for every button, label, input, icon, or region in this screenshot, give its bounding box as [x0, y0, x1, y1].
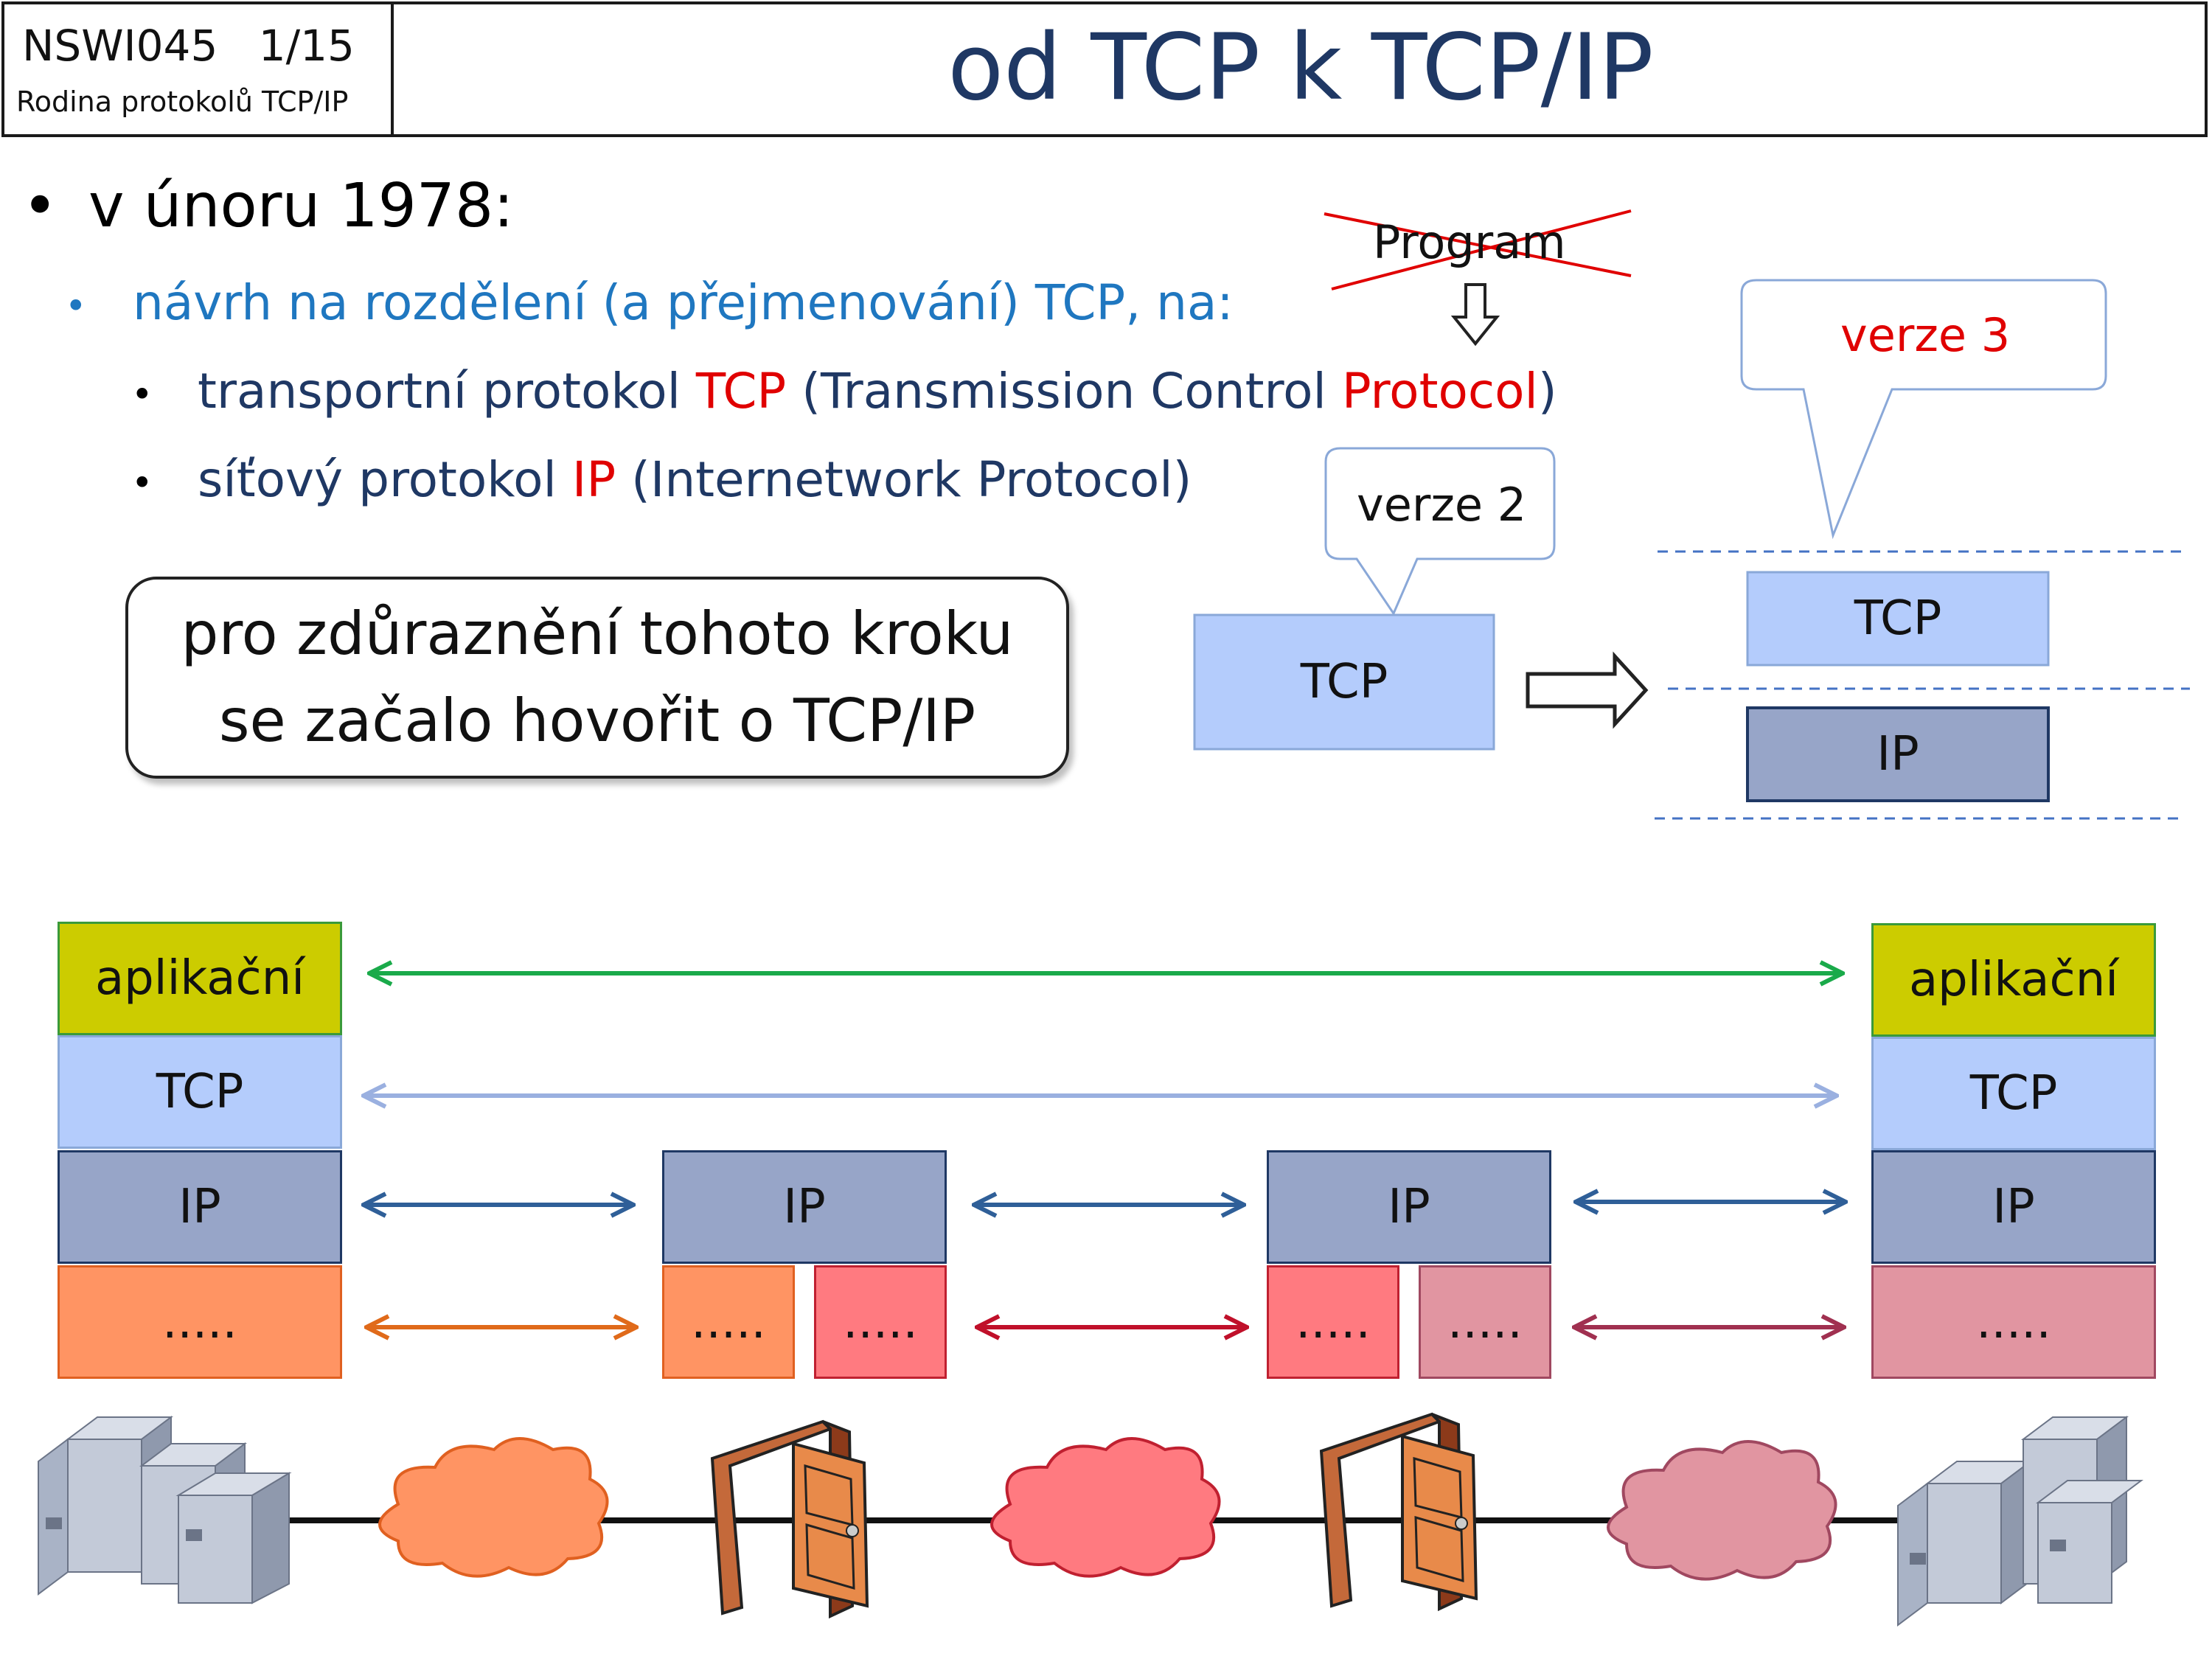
router-door-icon	[710, 1419, 869, 1619]
verze2-label: verze 2	[1357, 478, 1527, 532]
right-tcp-layer: TCP	[1871, 1037, 2156, 1150]
ip-split-box	[1746, 706, 2050, 802]
cloud-icon	[990, 1437, 1221, 1578]
router2-ip-layer: IP	[1267, 1150, 1551, 1264]
bullet-tcp-highlight: Protocol	[1341, 363, 1538, 420]
bullet-ip-suffix: (Internetwork Protocol)	[616, 451, 1192, 508]
server-icon	[1897, 1416, 2143, 1627]
bullet-ip-prefix: síťový protokol	[198, 451, 572, 508]
tcp-original-box	[1193, 613, 1495, 751]
verze2-bubble	[1324, 447, 1556, 616]
verze3-bubble	[1740, 279, 2107, 540]
left-ip-layer: IP	[58, 1150, 342, 1264]
tcp-original-label: TCP	[1300, 655, 1388, 709]
bullet-tcp-prefix: transportní protokol	[198, 363, 696, 420]
cloud-icon	[378, 1437, 609, 1578]
bullet-level1-text: v únoru 1978:	[88, 171, 514, 241]
tcp-split-label: TCP	[1854, 591, 1942, 646]
server-icon	[38, 1416, 292, 1604]
page-title: od TCP k TCP/IP	[947, 15, 1654, 121]
bullet-ip: •síťový protokol IP (Internetwork Protoc…	[131, 451, 1192, 508]
right-app-layer: aplikační	[1871, 923, 2156, 1037]
course-subtitle: Rodina protokolů TCP/IP	[16, 86, 349, 118]
slide-number: 1/15	[258, 21, 355, 71]
left-tcp-layer: TCP	[58, 1035, 342, 1149]
bullet-tcp-abbr: TCP	[695, 363, 787, 420]
right-link-layer: .....	[1871, 1265, 2156, 1379]
callout-line1: pro zdůraznění tohoto kroku	[181, 599, 1014, 668]
router1-link-a: .....	[662, 1265, 795, 1379]
router-door-icon	[1319, 1412, 1478, 1612]
strike-line-1	[1324, 212, 1632, 277]
bullet-tcp-middle: (Transmission Control	[786, 363, 1342, 420]
course-code-text: NSWI045	[22, 21, 218, 71]
router2-link-a: .....	[1267, 1265, 1399, 1379]
struck-program-label: Program	[1373, 215, 1566, 269]
bullet-tcp: •transportní protokol TCP (Transmission …	[131, 363, 1557, 420]
router2-link-b: .....	[1419, 1265, 1551, 1379]
ip-split-label: IP	[1877, 727, 1919, 782]
left-link-layer: .....	[58, 1265, 342, 1379]
bullet-level2: •návrh na rozdělení (a přejmenování) TCP…	[65, 274, 1234, 331]
cloud-icon	[1607, 1440, 1837, 1581]
course-info-box: NSWI045 1/15 Rodina protokolů TCP/IP	[1, 1, 394, 137]
verze3-label: verze 3	[1840, 308, 2011, 362]
left-app-layer: aplikační	[58, 922, 342, 1035]
tcpip-callout: pro zdůraznění tohoto kroku se začalo ho…	[125, 577, 1069, 779]
tcp-split-box	[1746, 571, 2050, 667]
callout-line2: se začalo hovořit o TCP/IP	[218, 686, 976, 755]
router1-ip-layer: IP	[662, 1150, 947, 1264]
right-arrow-icon	[1526, 651, 1649, 729]
course-code: NSWI045 1/15	[22, 21, 355, 71]
bullet-tcp-suffix: )	[1537, 363, 1557, 420]
right-ip-layer: IP	[1871, 1150, 2156, 1264]
down-arrow-icon	[1450, 283, 1500, 347]
bullet-ip-abbr: IP	[571, 451, 616, 508]
bullet-level1: •v únoru 1978:	[22, 171, 514, 241]
strike-line-2	[1331, 209, 1632, 291]
slide-header	[1, 1, 2208, 137]
bullet-level2-text: návrh na rozdělení (a přejmenování) TCP,…	[133, 274, 1234, 331]
router1-link-b: .....	[814, 1265, 947, 1379]
